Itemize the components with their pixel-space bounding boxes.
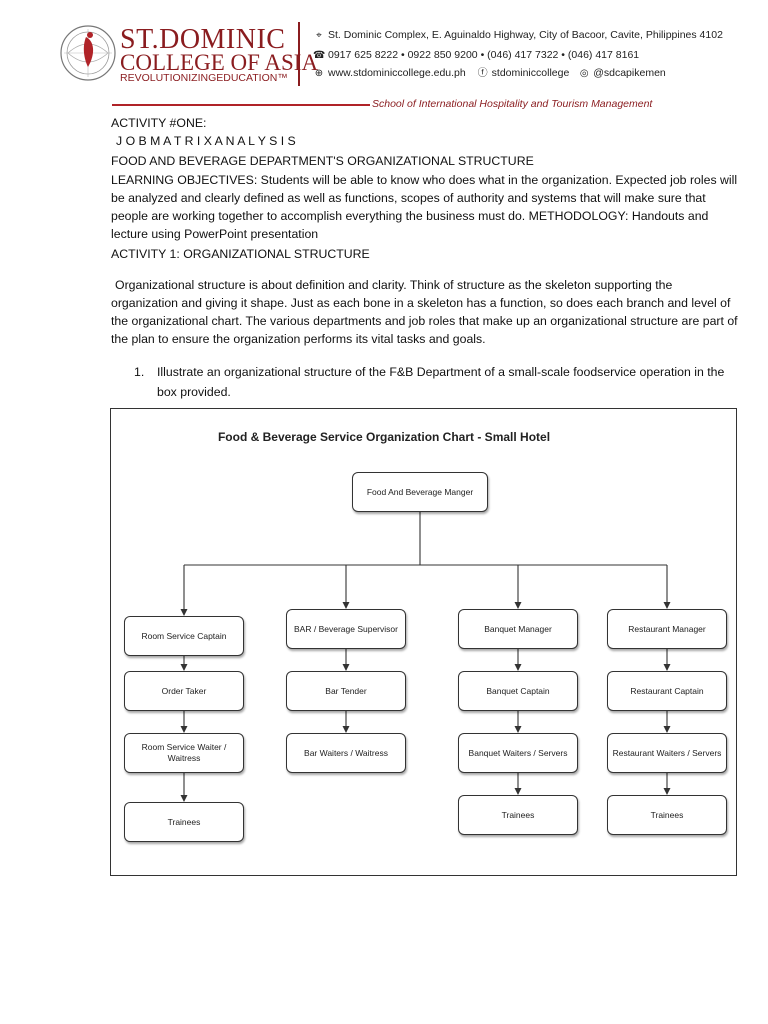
contact-phones: ☎0917 625 8222 • 0922 850 9200 • (046) 4…: [313, 48, 639, 63]
globe-icon: ⊕: [314, 68, 324, 79]
node-bar-supervisor: BAR / Beverage Supervisor: [286, 609, 406, 649]
org-chart-title: Food & Beverage Service Organization Cha…: [217, 430, 551, 444]
fb-structure-heading: FOOD AND BEVERAGE DEPARTMENT'S ORGANIZAT…: [111, 154, 534, 168]
header-divider: [298, 22, 300, 86]
school-name: School of International Hospitality and …: [372, 98, 653, 110]
list-item-instruction: Illustrate an organizational structure o…: [157, 365, 725, 399]
college-name-line1: ST.DOMINIC: [120, 24, 286, 55]
location-pin-icon: ⌖: [316, 30, 322, 41]
node-room-service-captain: Room Service Captain: [124, 616, 244, 656]
college-tagline: REVOLUTIONIZINGEDUCATION™: [120, 72, 288, 84]
website-link[interactable]: www.stdominiccollege.edu.ph: [328, 67, 466, 79]
node-banquet-captain: Banquet Captain: [458, 671, 578, 711]
activity1-heading: ACTIVITY 1: ORGANIZATIONAL STRUCTURE: [111, 247, 370, 261]
node-banquet-manager: Banquet Manager: [458, 609, 578, 649]
node-order-taker: Order Taker: [124, 671, 244, 711]
node-bar-tender: Bar Tender: [286, 671, 406, 711]
list-number: 1.: [134, 365, 145, 379]
address-text: St. Dominic Complex, E. Aguinaldo Highwa…: [328, 29, 723, 41]
job-matrix-heading: J O B M A T R I X A N A L Y S I S: [116, 134, 296, 148]
college-seal-icon: [60, 25, 116, 81]
node-banquet-waiters: Banquet Waiters / Servers: [458, 733, 578, 773]
chart-answer-box: [110, 408, 737, 876]
node-restaurant-trainees: Trainees: [607, 795, 727, 835]
node-food-beverage-manager: Food And Beverage Manger: [352, 472, 488, 512]
college-name-line2: COLLEGE OF ASIA: [120, 50, 319, 75]
instagram-link[interactable]: @sdcapikemen: [593, 67, 666, 79]
node-bar-waiters: Bar Waiters / Waitress: [286, 733, 406, 773]
phone-icon: ☎: [313, 50, 326, 61]
facebook-icon: ⓕ: [477, 68, 488, 79]
instagram-icon: ◎: [579, 68, 589, 79]
header-accent-line: [112, 104, 370, 106]
node-room-service-trainees: Trainees: [124, 802, 244, 842]
facebook-link[interactable]: stdominiccollege: [491, 67, 570, 79]
node-restaurant-captain: Restaurant Captain: [607, 671, 727, 711]
node-restaurant-waiters: Restaurant Waiters / Servers: [607, 733, 727, 773]
node-room-service-waiter: Room Service Waiter / Waitress: [124, 733, 244, 773]
organizational-structure-paragraph: Organizational structure is about defini…: [111, 278, 738, 346]
learning-objectives: LEARNING OBJECTIVES: Students will be ab…: [111, 173, 738, 241]
phones-text: 0917 625 8222 • 0922 850 9200 • (046) 41…: [328, 49, 640, 61]
node-banquet-trainees: Trainees: [458, 795, 578, 835]
activity-label: ACTIVITY #ONE:: [111, 116, 207, 130]
contact-address: ⌖ St. Dominic Complex, E. Aguinaldo Highw…: [313, 28, 723, 43]
node-restaurant-manager: Restaurant Manager: [607, 609, 727, 649]
